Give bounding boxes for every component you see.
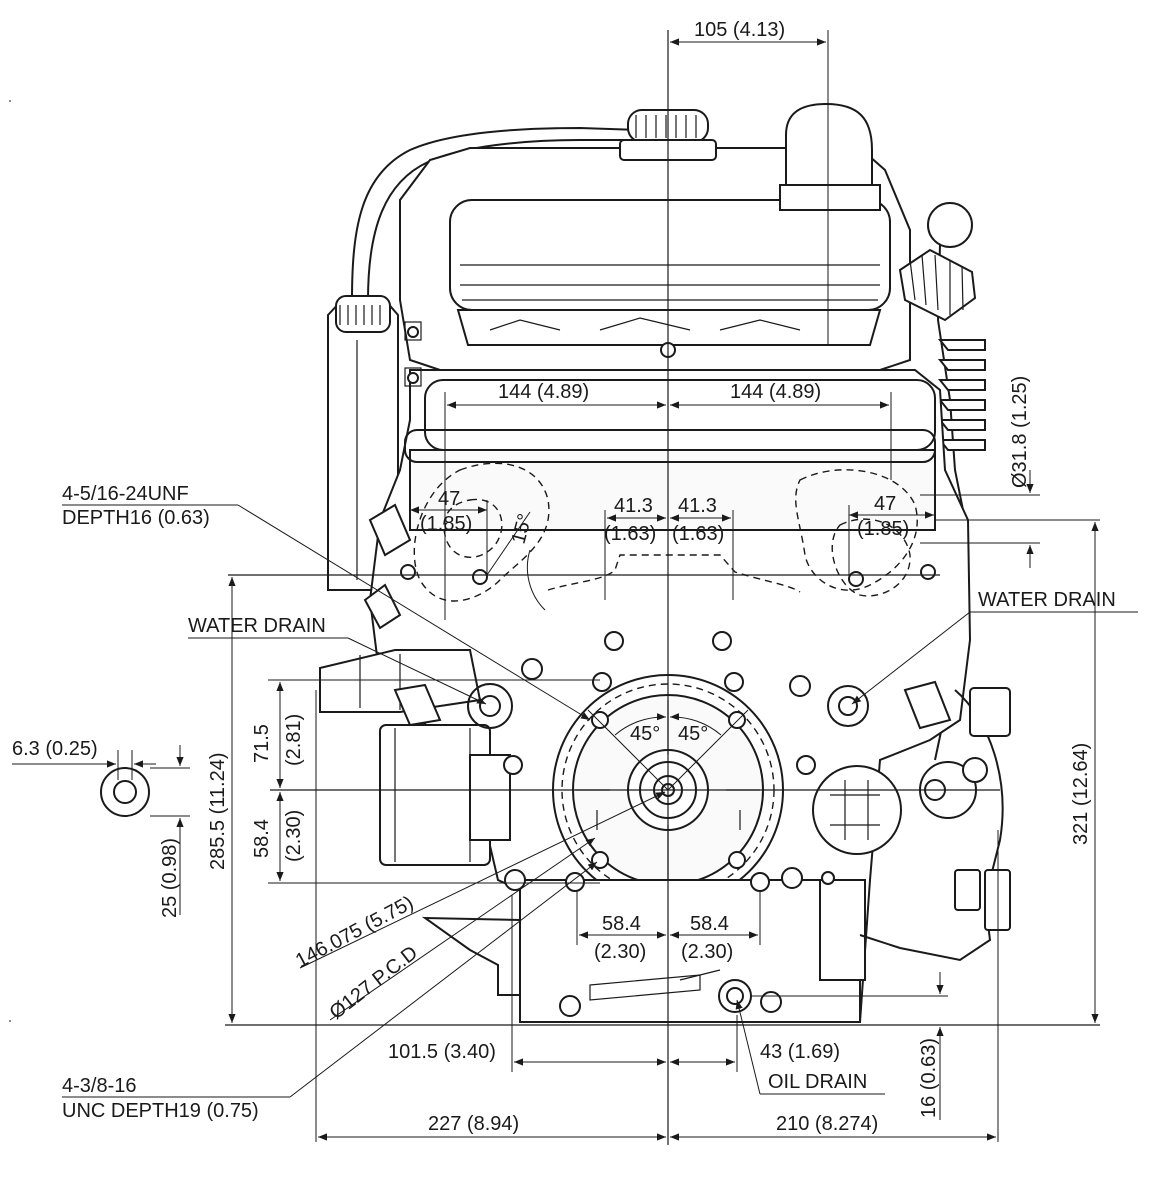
callout-unf-line1: 4-5/16-24UNF bbox=[62, 483, 189, 505]
dim-dia-31-8: Ø31.8 (1.25) bbox=[1009, 376, 1031, 488]
dim-58-4-bottom-left-b: (2.30) bbox=[594, 941, 646, 963]
dim-321: 321 (12.64) bbox=[1070, 743, 1092, 845]
callout-water-drain-left: WATER DRAIN bbox=[188, 615, 326, 637]
dim-144-right: 144 (4.89) bbox=[730, 381, 821, 403]
dim-47-right-a: 47 bbox=[874, 493, 896, 515]
dim-43: 43 (1.69) bbox=[760, 1041, 840, 1063]
dim-58-4-bottom-left-a: 58.4 bbox=[602, 913, 641, 935]
dim-71-5-b: (2.81) bbox=[283, 714, 305, 766]
dim-144-left: 144 (4.89) bbox=[498, 381, 589, 403]
centerlines bbox=[9, 30, 1100, 1145]
callout-annotations: 4-5/16-24UNF DEPTH16 (0.63) WATER DRAIN … bbox=[62, 483, 1138, 1122]
dim-41-3-right-a: 41.3 bbox=[678, 495, 717, 517]
dim-101-5: 101.5 (3.40) bbox=[388, 1041, 496, 1063]
dim-227: 227 (8.94) bbox=[428, 1113, 519, 1135]
dim-47-left-a: 47 bbox=[438, 488, 460, 510]
dim-210: 210 (8.274) bbox=[776, 1113, 878, 1135]
callout-unc-line2: UNC DEPTH19 (0.75) bbox=[62, 1100, 259, 1122]
dim-shaft-6-3: 6.3 (0.25) bbox=[12, 738, 98, 760]
dim-41-3-left-b: (1.63) bbox=[604, 523, 656, 545]
callout-water-drain-right: WATER DRAIN bbox=[978, 589, 1116, 611]
engine-outline bbox=[319, 102, 1011, 1023]
dim-71-5-a: 71.5 bbox=[251, 724, 273, 763]
dim-angle-45-left: 45° bbox=[630, 723, 660, 745]
dim-47-right-b: (1.85) bbox=[857, 518, 909, 540]
dim-pcd-127: Ø127 P.C.D bbox=[326, 942, 422, 1024]
dim-105: 105 (4.13) bbox=[694, 19, 785, 41]
dim-58-4-bottom-right-b: (2.30) bbox=[681, 941, 733, 963]
dim-285-5: 285.5 (11.24) bbox=[207, 753, 229, 871]
callout-unc-line1: 4-3/8-16 bbox=[62, 1075, 137, 1097]
dim-58-4-v-a: 58.4 bbox=[251, 819, 273, 858]
dimension-annotations: 105 (4.13) 144 (4.89) 144 (4.89) Ø31.8 (… bbox=[12, 19, 1100, 1142]
dim-41-3-right-b: (1.63) bbox=[672, 523, 724, 545]
dim-58-4-v-b: (2.30) bbox=[283, 810, 305, 862]
dim-41-3-left-a: 41.3 bbox=[614, 495, 653, 517]
dim-shaft-25: 25 (0.98) bbox=[159, 838, 181, 918]
callout-oil-drain: OIL DRAIN bbox=[768, 1071, 867, 1093]
dim-47-left-b: (1.85) bbox=[420, 513, 472, 535]
dim-58-4-bottom-right-a: 58.4 bbox=[690, 913, 729, 935]
callout-unf-line2: DEPTH16 (0.63) bbox=[62, 507, 210, 529]
dim-angle-45-right: 45° bbox=[678, 723, 708, 745]
dim-16: 16 (0.63) bbox=[918, 1038, 940, 1118]
